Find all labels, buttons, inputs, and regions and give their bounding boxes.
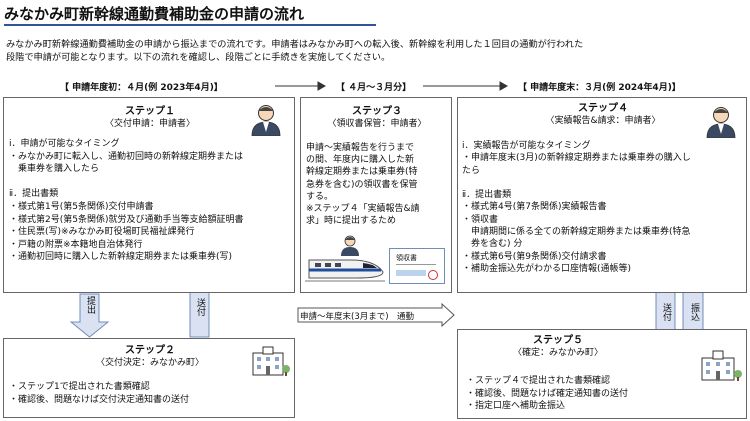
step3-box: ステップ３ 〈領収書保管：申請者〉 申請～実績報告を行うまで の間、年度内に購入… <box>300 97 452 293</box>
step1-line: ・通勤初回時に購入した新幹線定期券または乗車券(写) <box>9 252 233 263</box>
step2-subtitle: 〈交付決定：みなかみ町〉 <box>95 358 204 368</box>
step3-subtitle: 〈領収書保管：申請者〉 <box>327 119 427 129</box>
step1-box: ステップ１ 〈交付申請：申請者〉 ⅰ．申請が可能なタイミング ・みなかみ町に転入… <box>3 97 295 293</box>
send-label: 送付 <box>195 298 205 316</box>
period-middle-label: 【 ４月～３月分】 <box>336 83 412 93</box>
step2-title: ステップ２ <box>125 345 175 356</box>
step1-title: ステップ１ <box>125 106 175 117</box>
step3-line: 求」時に提出するため <box>306 216 397 227</box>
step2-line: ・確認後、問題なけば交付決定通知書の送付 <box>9 394 190 405</box>
step5-box: ステップ５ 〈確定：みなかみ町〉 ・ステップ４で提出された書類確認 ・確認後、問… <box>457 329 747 419</box>
step1-line: ・戸籍の附票※本籍地自治体発行 <box>9 239 143 250</box>
step4-line: ・様式第6号(第9条関係)交付請求書 <box>462 251 607 262</box>
receipt-document: 領収書 <box>389 248 445 284</box>
step5-subtitle: 〈確定：みなかみ町〉 <box>512 348 603 358</box>
step5-title: ステップ５ <box>533 335 583 346</box>
step1-line: ⅱ．提出書類 <box>9 189 59 200</box>
step4-line: たら <box>462 165 481 176</box>
commute-label: 申請～年度末(3月まで) 通勤 <box>300 312 415 322</box>
intro-line-2: 段階で申請が可能となります。以下の流れを確認し、段階ごとに手続きを実施してくださ… <box>6 52 391 63</box>
applicant-person-icon <box>251 105 281 136</box>
step1-line: ・住民票(写)※みなかみ町役場町民福祉課発行 <box>9 227 195 238</box>
step4-line: ・補助金振込先がわかる口座情報(通帳等) <box>462 263 632 274</box>
step4-line: 申請期間に係る全ての新幹線定期券または乗車券(特急 <box>462 227 691 238</box>
step3-title: ステップ３ <box>352 106 402 117</box>
town-hall-icon <box>252 346 290 376</box>
submit-arrow-down <box>69 293 110 338</box>
step3-line: 幹線定期券または乗車券(特 <box>306 167 418 178</box>
step4-line: ・領収書 <box>462 214 499 225</box>
step3-line: 申請～実績報告を行うまで <box>306 143 415 153</box>
step3-line: の間、年度内に購入した新 <box>306 155 415 166</box>
intro-line-1: みなかみ町新幹線通勤費補助金の申請から振込までの流れです。申請者はみなかみ町への… <box>6 39 584 50</box>
step2-line: ・ステップ1で提出された書類確認 <box>9 382 150 392</box>
town-hall-icon <box>701 350 742 381</box>
step1-line: ⅰ．申請が可能なタイミング <box>9 139 120 149</box>
step3-line: 急券を含む)の領収書を保管 <box>306 179 418 190</box>
step5-line: ・確認後、問題なけば確定通知書の送付 <box>466 388 629 399</box>
step1-line: ・様式第1号(第5条関係)交付申請書 <box>9 201 154 212</box>
submit-label: 提出 <box>85 296 95 314</box>
title-underline <box>4 24 376 26</box>
step4-line <box>462 177 691 189</box>
step4-title: ステップ４ <box>578 103 628 114</box>
period-end-label: 【 申請年度末：３月(例 2024年4月)】 <box>518 83 681 93</box>
commute-arrow <box>297 302 455 328</box>
small-person-icon <box>341 235 359 256</box>
shinkansen-train-icon <box>305 259 385 282</box>
step1-line: ・みなかみ町に転入し、通勤初回時の新幹線定期券または <box>9 151 244 162</box>
applicant-person-icon <box>706 107 736 138</box>
page-title: みなかみ町新幹線通勤費補助金の申請の流れ <box>4 5 305 23</box>
step4-line: 券を含む) 分 <box>462 239 523 250</box>
step4-line: ⅰ．実績報告が可能なタイミング <box>462 141 591 151</box>
step5-line: ・ステップ４で提出された書類確認 <box>466 376 611 386</box>
step2-box: ステップ２ 〈交付決定：みなかみ町〉 ・ステップ1で提出された書類確認 ・確認後… <box>3 338 295 418</box>
step1-line: 乗車券を購入したら <box>9 164 100 175</box>
timeline-arrow-2 <box>423 81 509 91</box>
step1-line: ・様式第2号(第5条関係)就労及び通勤手当等支給額証明書 <box>9 214 244 225</box>
step3-line: する。 <box>306 191 334 202</box>
timeline-arrow-1 <box>275 81 327 91</box>
step1-line <box>9 176 243 189</box>
step4-line: ・申請年度末(3月)の新幹線定期券または乗車券の購入し <box>462 153 691 164</box>
step4-box: ステップ４ 〈実績報告&請求：申請者〉 ⅰ．実績報告が可能なタイミング ・申請年… <box>457 97 747 293</box>
step4-line: ・様式第4号(第7条関係)実績報告書 <box>462 202 607 213</box>
step4-subtitle: 〈実績報告&請求：申請者〉 <box>545 116 661 126</box>
receipt-label: 領収書 <box>396 254 417 262</box>
step4-line: ⅱ．提出書類 <box>462 190 512 201</box>
send-label-2: 送付 <box>661 303 671 321</box>
period-start-label: 【 申請年度初：４月(例 2023年4月)】 <box>60 83 223 93</box>
step3-line: ※ステップ４「実績報告&請 <box>306 204 420 215</box>
transfer-label: 振込 <box>689 303 699 321</box>
step5-line: ・指定口座へ補助金振込 <box>466 401 566 411</box>
step1-subtitle: 〈交付申請：申請者〉 <box>104 119 195 129</box>
